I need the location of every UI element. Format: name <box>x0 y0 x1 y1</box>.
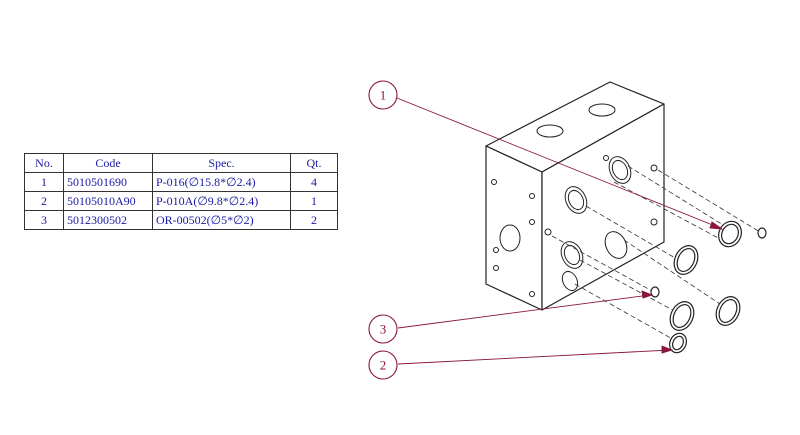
o-ring-or00502 <box>650 286 660 298</box>
guide-line <box>579 259 681 315</box>
side-port-inner <box>611 159 629 181</box>
callout-label: 3 <box>380 322 387 337</box>
side-port-inner <box>563 244 581 266</box>
front-hole <box>491 179 497 185</box>
front-port <box>499 224 521 252</box>
top-hole <box>536 124 564 138</box>
front-hole <box>529 291 535 297</box>
table-row: 3 5012300502 OR-00502(∅5*∅2) 2 <box>24 210 338 230</box>
callout-leader <box>396 97 721 229</box>
side-hole <box>603 155 609 161</box>
front-hole <box>529 193 535 199</box>
callout-label: 2 <box>380 358 387 373</box>
side-port <box>564 186 588 214</box>
front-hole <box>493 247 499 253</box>
row-spec: P-010A(∅9.8*∅2.4) <box>152 191 291 211</box>
guide-line <box>627 165 729 229</box>
block-right-face <box>541 103 665 311</box>
callout-leader <box>397 349 671 365</box>
row-qt: 2 <box>290 210 338 230</box>
guide-line <box>551 235 655 293</box>
guide-line <box>585 205 683 263</box>
callout-label: 1 <box>380 88 387 103</box>
callout-leader <box>397 294 651 329</box>
guide-line <box>657 169 761 233</box>
block-front-face <box>485 145 543 311</box>
o-ring-small <box>757 227 767 239</box>
guide-line <box>613 181 723 241</box>
callout-balloon-3 <box>368 314 398 344</box>
callout-arrow <box>661 345 674 354</box>
side-port-inner <box>567 189 585 211</box>
row-no: 3 <box>24 210 64 230</box>
o-ring-p016-inner <box>718 299 738 323</box>
o-ring-p016-inner <box>672 304 692 328</box>
row-spec: OR-00502(∅5*∅2) <box>152 210 291 230</box>
row-code: 5012300502 <box>63 210 153 230</box>
o-ring-p016-inner <box>676 248 696 272</box>
top-hole <box>588 103 616 117</box>
callout-balloon-1 <box>368 80 398 110</box>
side-hole <box>650 218 658 226</box>
front-hole <box>493 265 499 271</box>
callout-arrow <box>709 221 724 230</box>
side-port <box>561 270 579 292</box>
guide-line <box>623 239 727 309</box>
callout-arrow <box>641 290 654 299</box>
callout-balloon-2 <box>368 350 398 380</box>
o-ring-p016-inner <box>721 223 739 245</box>
side-hole <box>544 228 552 236</box>
o-ring-p010a-inner <box>671 335 685 351</box>
guide-line <box>574 283 677 342</box>
parts-table: No. Code Spec. Qt. 1 5010501690 P-016(∅1… <box>24 153 338 230</box>
row-spec: P-016(∅15.8*∅2.4) <box>152 172 291 192</box>
side-hole <box>650 164 658 172</box>
front-hole <box>529 219 535 225</box>
side-port <box>560 241 584 269</box>
side-port <box>608 156 632 184</box>
